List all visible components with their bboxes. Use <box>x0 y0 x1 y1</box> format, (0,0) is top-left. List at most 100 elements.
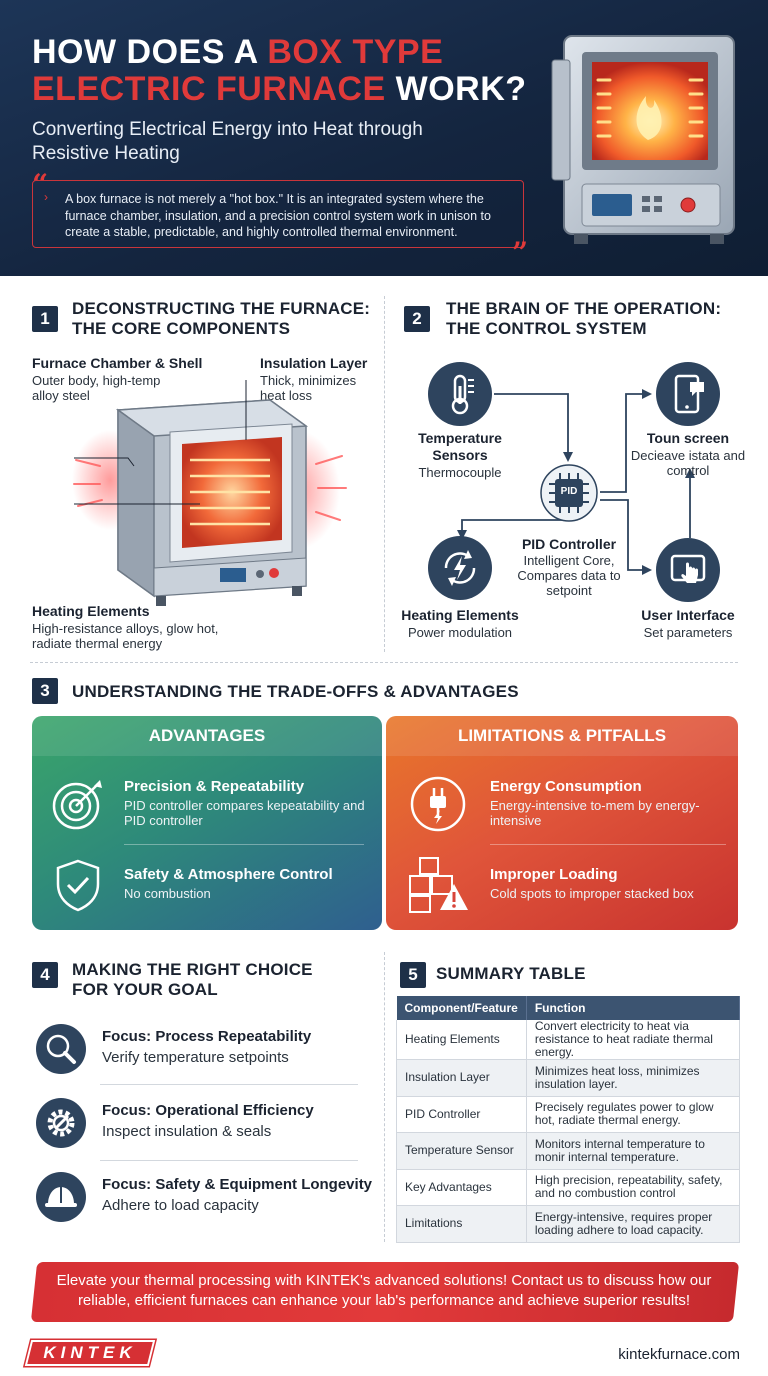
focus-text: Adhere to load capacity <box>102 1197 259 1214</box>
section-number-1: 1 <box>32 306 58 332</box>
furnace-illustration <box>551 35 735 244</box>
focus-repeatability-circle <box>36 1024 86 1074</box>
control-flow-connectors <box>457 389 695 575</box>
touch-hand-icon <box>670 554 706 583</box>
title-part: HOW DOES A <box>32 33 268 71</box>
summary-table: Component/Feature Function Heating Eleme… <box>396 996 741 1243</box>
pid-chip-label: PID <box>560 486 578 497</box>
limitations-heading: LIMITATIONS & PITFALLS <box>386 716 738 756</box>
furnace-cutaway-illustration <box>72 380 347 606</box>
title-highlight: ELECTRIC FURNACE <box>32 70 386 108</box>
section-divider <box>30 662 738 663</box>
cta-text[interactable]: Elevate your thermal processing with KIN… <box>56 1272 712 1309</box>
heating-control-circle <box>428 536 492 600</box>
temperature-sensor-circle <box>428 362 492 426</box>
advantages-heading: ADVANTAGES <box>32 716 382 756</box>
label-chamber-title: Furnace Chamber & Shell <box>32 355 203 371</box>
heating-control-text: Power modulation <box>407 625 513 640</box>
target-icon <box>52 780 102 830</box>
touch-screen-text: Decieave istata and comtrol <box>630 448 746 478</box>
table-cell: Minimizes heat loss, minimizes insulatio… <box>526 1059 741 1097</box>
header-banner: HOW DOES A BOX TYPE ELECTRIC FURNACE WOR… <box>0 0 768 276</box>
label-heating-text: High-resistance alloys, glow hot, radiat… <box>32 621 219 651</box>
table-cell: Precisely regulates power to glow hot, r… <box>526 1096 741 1133</box>
table-cell: Insulation Layer <box>396 1059 527 1097</box>
advantage-title: Precision & Repeatability <box>124 778 305 795</box>
user-interface-text: Set parameters <box>643 625 733 640</box>
table-cell: Temperature Sensor <box>396 1132 527 1170</box>
table-row: Heating Elements Convert electricity to … <box>396 1020 741 1060</box>
table-cell: Key Advantages <box>396 1169 527 1206</box>
pid-chip: PID <box>540 464 598 522</box>
kintek-logo-text[interactable]: KINTEK <box>43 1343 137 1362</box>
thermometer-icon <box>451 374 474 415</box>
pid-title: PID Controller <box>521 536 617 552</box>
power-plug-icon <box>410 776 466 832</box>
power-cycle-icon <box>444 550 476 586</box>
table-cell: Convert electricity to heat via resistan… <box>526 1020 741 1060</box>
section-title-choice: MAKING THE RIGHT CHOICE FOR YOUR GOAL <box>72 960 313 999</box>
focus-title: Focus: Safety & Equipment Longevity <box>102 1176 373 1193</box>
section-title-summary: SUMMARY TABLE <box>436 964 586 983</box>
focus-title: Focus: Process Repeatability <box>102 1028 312 1045</box>
advantages-panel: ADVANTAGES Precision & Repeatability PID… <box>32 716 382 930</box>
user-interface-title: User Interface <box>641 607 735 623</box>
focus-text: Inspect insulation & seals <box>102 1123 272 1140</box>
page-subtitle: Converting Electrical Energy into Heat t… <box>32 119 423 164</box>
section-divider <box>384 296 385 652</box>
shield-check-icon <box>56 859 100 912</box>
section-title-control: THE BRAIN OF THE OPERATION: THE CONTROL … <box>446 299 722 338</box>
pid-text: Intelligent Core, Compares data to setpo… <box>517 553 621 598</box>
panel-divider <box>124 844 364 845</box>
column-header: Component/Feature <box>396 996 527 1020</box>
limitations-panel: LIMITATIONS & PITFALLS Energy Consumptio… <box>386 716 738 930</box>
section-number-4: 4 <box>32 962 58 988</box>
focus-title: Focus: Operational Efficiency <box>102 1102 314 1119</box>
focus-divider <box>100 1160 358 1161</box>
open-quote-icon: “ <box>32 168 49 201</box>
touch-screen-title: Toun screen <box>646 430 730 446</box>
section-title-components: DECONSTRUCTING THE FURNACE: THE CORE COM… <box>72 299 371 338</box>
sensors-text: Thermocouple <box>418 465 502 480</box>
column-header: Function <box>526 996 741 1020</box>
table-row: Key Advantages High precision, repeatabi… <box>396 1169 741 1206</box>
limitation-text: Cold spots to improper stacked box <box>490 886 694 901</box>
label-insulation-title: Insulation Layer <box>260 355 368 371</box>
section-number-2: 2 <box>404 306 430 332</box>
focus-efficiency-circle <box>36 1098 86 1148</box>
chevron-right-icon: › <box>44 190 48 204</box>
close-quote-icon: ” <box>512 236 529 269</box>
section-number-3: 3 <box>32 678 58 704</box>
boxes-warning-icon <box>409 857 468 913</box>
table-cell: Limitations <box>396 1205 527 1243</box>
table-row: Insulation Layer Minimizes heat loss, mi… <box>396 1059 741 1097</box>
hard-hat-icon <box>45 1187 77 1207</box>
table-row: Limitations Energy-intensive, requires p… <box>396 1205 741 1243</box>
table-row: PID Controller Precisely regulates power… <box>396 1096 741 1133</box>
limitation-title: Energy Consumption <box>490 778 642 795</box>
website-link[interactable]: kintekfurnace.com <box>618 1346 740 1363</box>
label-chamber-text: Outer body, high-temp alloy steel <box>32 373 161 403</box>
limitation-title: Improper Loading <box>490 866 618 883</box>
focus-safety-circle <box>36 1172 86 1222</box>
microchip-icon <box>540 464 598 522</box>
section-divider <box>384 952 385 1242</box>
table-row: Temperature Sensor Monitors internal tem… <box>396 1132 741 1170</box>
limitation-text: Energy-intensive to-mem by energy-intens… <box>490 798 700 828</box>
tablet-icon <box>674 374 704 414</box>
user-interface-circle <box>656 538 720 602</box>
page-title: HOW DOES A BOX TYPE ELECTRIC FURNACE WOR… <box>32 34 552 108</box>
label-heating-title: Heating Elements <box>32 603 150 619</box>
sensors-title: Temperature Sensors <box>418 430 502 463</box>
table-header-row: Component/Feature Function <box>396 996 741 1020</box>
gear-wrench-icon <box>47 1109 75 1137</box>
table-cell: Heating Elements <box>396 1020 527 1060</box>
advantage-text: No combustion <box>124 886 211 901</box>
heating-control-title: Heating Elements <box>401 607 519 623</box>
advantage-text: PID controller compares kepeatability an… <box>124 798 365 828</box>
section-number-5: 5 <box>400 962 426 988</box>
magnifier-icon <box>46 1034 76 1064</box>
panel-divider <box>490 844 726 845</box>
table-cell: Monitors internal temperature to monir i… <box>526 1132 741 1170</box>
advantage-title: Safety & Atmosphere Control <box>124 866 333 883</box>
